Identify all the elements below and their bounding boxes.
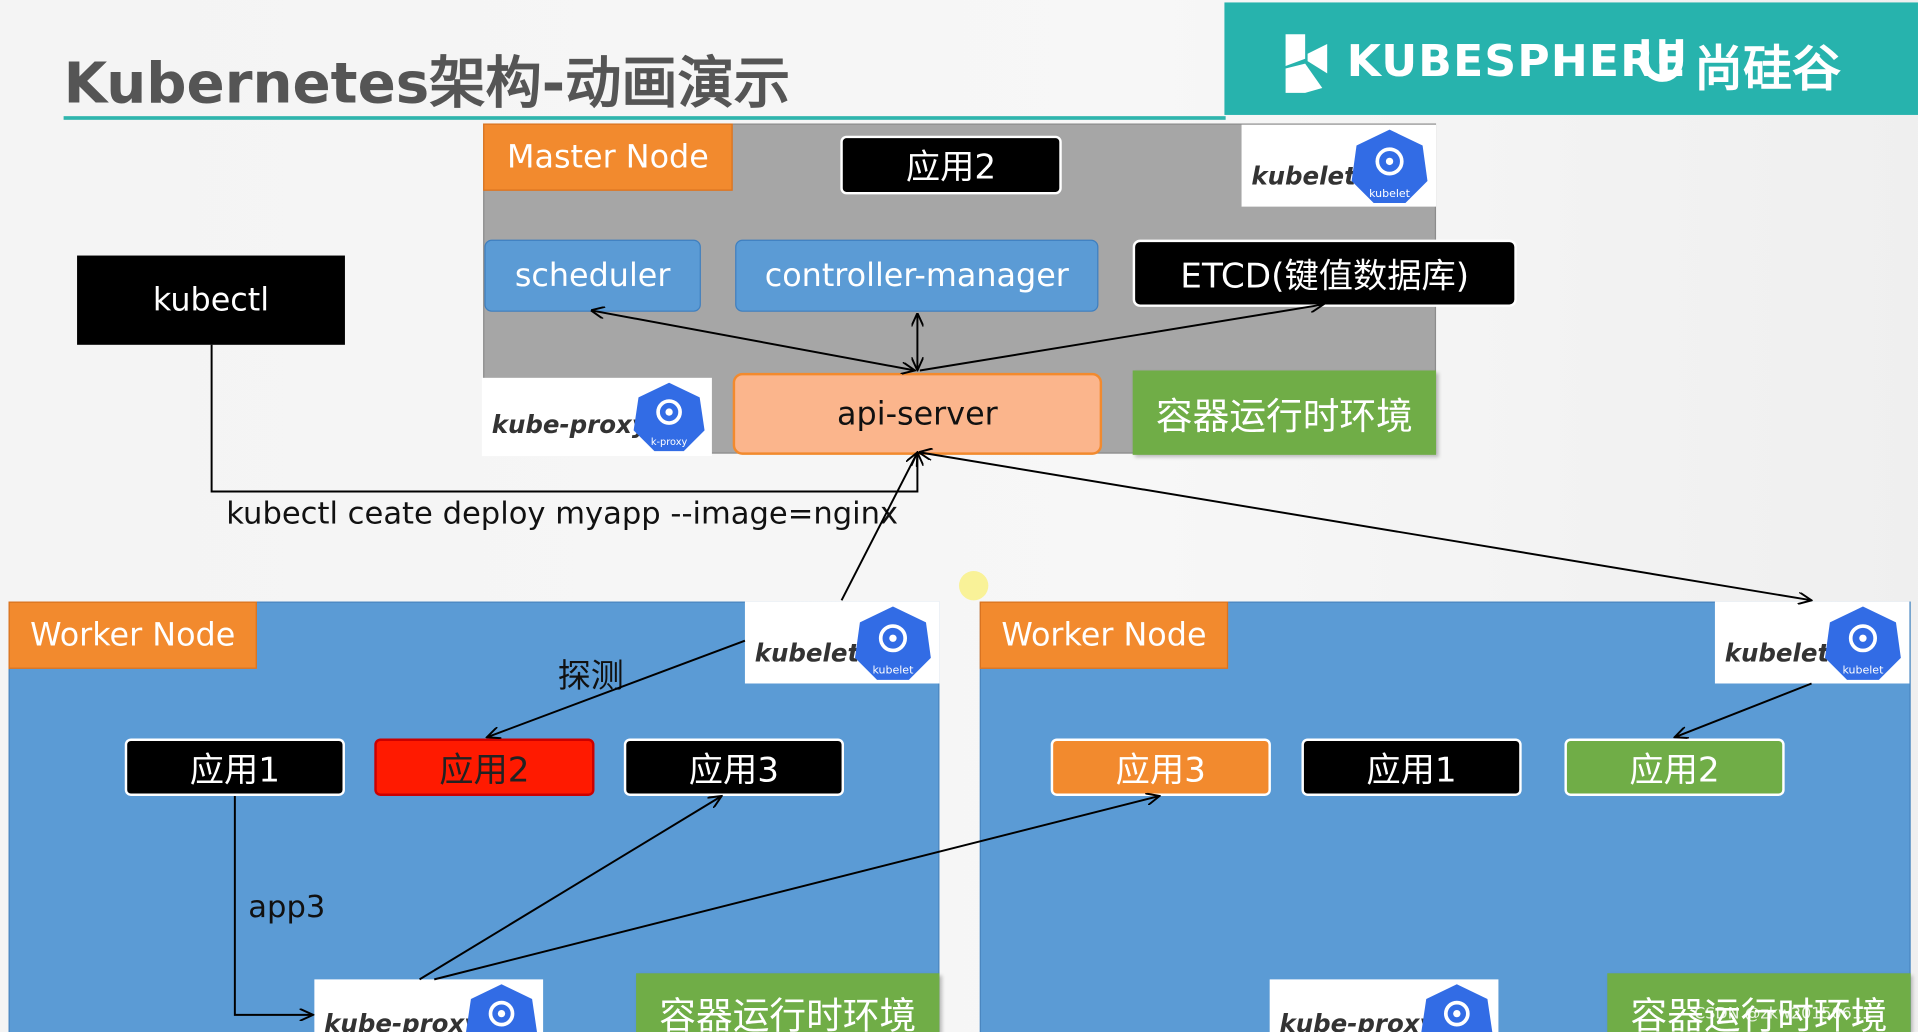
api-server-box: api-server: [732, 372, 1103, 455]
master-kubelet-logo: kubelet kubelet: [1241, 124, 1437, 207]
atguigu-logo-icon: [1641, 39, 1684, 82]
kubectl-command: kubectl ceate deploy myapp --image=nginx: [226, 495, 899, 531]
kube-proxy-hex-icon: [466, 984, 537, 1032]
worker1-app-2: 应用2: [374, 738, 595, 796]
master-kube-proxy-logo: kube-proxy k-proxy: [481, 377, 712, 457]
worker2-kube-proxy-logo: kube-proxy: [1269, 979, 1499, 1032]
master-runtime-box: 容器运行时环境: [1132, 370, 1437, 455]
app3-label: app3: [248, 888, 326, 925]
kubesphere-logo-icon: [1285, 34, 1328, 93]
worker-node-1-label: Worker Node: [8, 601, 257, 669]
worker1-app-3: 应用3: [623, 738, 845, 796]
master-kube-proxy-text: kube-proxy: [491, 409, 648, 439]
worker1-kube-proxy-logo: kube-proxy: [314, 979, 544, 1032]
kube-proxy-hex-icon: k-proxy: [633, 382, 705, 452]
worker2-app-3: 应用3: [1050, 738, 1271, 796]
worker1-kubelet-text: kubelet: [754, 638, 860, 668]
worker2-runtime-box: 容器运行时环境: [1607, 973, 1911, 1032]
controller-manager-box: controller-manager: [735, 239, 1099, 312]
worker2-kube-proxy-text: kube-proxy: [1279, 1008, 1436, 1032]
svg-text:k-proxy: k-proxy: [651, 437, 688, 448]
master-kubelet-text: kubelet: [1251, 161, 1356, 191]
etcd-box: ETCD(键值数据库): [1132, 239, 1517, 307]
worker2-kubelet-text: kubelet: [1724, 638, 1830, 668]
probe-label: 探测: [557, 657, 624, 696]
kubelet-hex-icon: kubelet: [855, 606, 931, 680]
scheduler-box: scheduler: [484, 239, 701, 312]
kube-proxy-hex-icon: [1421, 984, 1493, 1032]
master-node-label: Master Node: [483, 123, 733, 191]
worker2-app-2: 应用2: [1564, 738, 1785, 796]
kubelet-hex-icon: kubelet: [1825, 606, 1901, 680]
brand-cn: 尚硅谷: [1694, 41, 1841, 98]
title-underline: [63, 116, 1226, 120]
worker2-app-1: 应用1: [1301, 738, 1522, 796]
worker1-runtime-box: 容器运行时环境: [636, 973, 940, 1032]
kubectl-box: kubectl: [77, 255, 345, 345]
worker1-app-1: 应用1: [124, 738, 345, 796]
master-app-2: 应用2: [840, 135, 1062, 195]
watermark: CSDN @zkw20150611: [1694, 1005, 1872, 1024]
brand-banner: KUBESPHERE 尚硅谷: [1224, 2, 1918, 115]
svg-text:kubelet: kubelet: [1842, 664, 1884, 677]
worker1-kube-proxy-text: kube-proxy: [324, 1008, 481, 1032]
kubelet-hex-icon: kubelet: [1351, 129, 1428, 203]
worker-node-2-label: Worker Node: [979, 601, 1229, 669]
brand-name: KUBESPHERE: [1346, 36, 1687, 87]
worker2-kubelet-logo: kubelet kubelet: [1714, 601, 1910, 684]
worker1-kubelet-logo: kubelet kubelet: [744, 601, 940, 684]
arrow-api-worker2-kubelet: [920, 452, 1812, 600]
cursor-highlight: [958, 571, 989, 601]
slide-title: Kubernetes架构-动画演示: [63, 50, 791, 117]
svg-text:kubelet: kubelet: [1369, 187, 1411, 200]
svg-text:kubelet: kubelet: [872, 664, 914, 677]
